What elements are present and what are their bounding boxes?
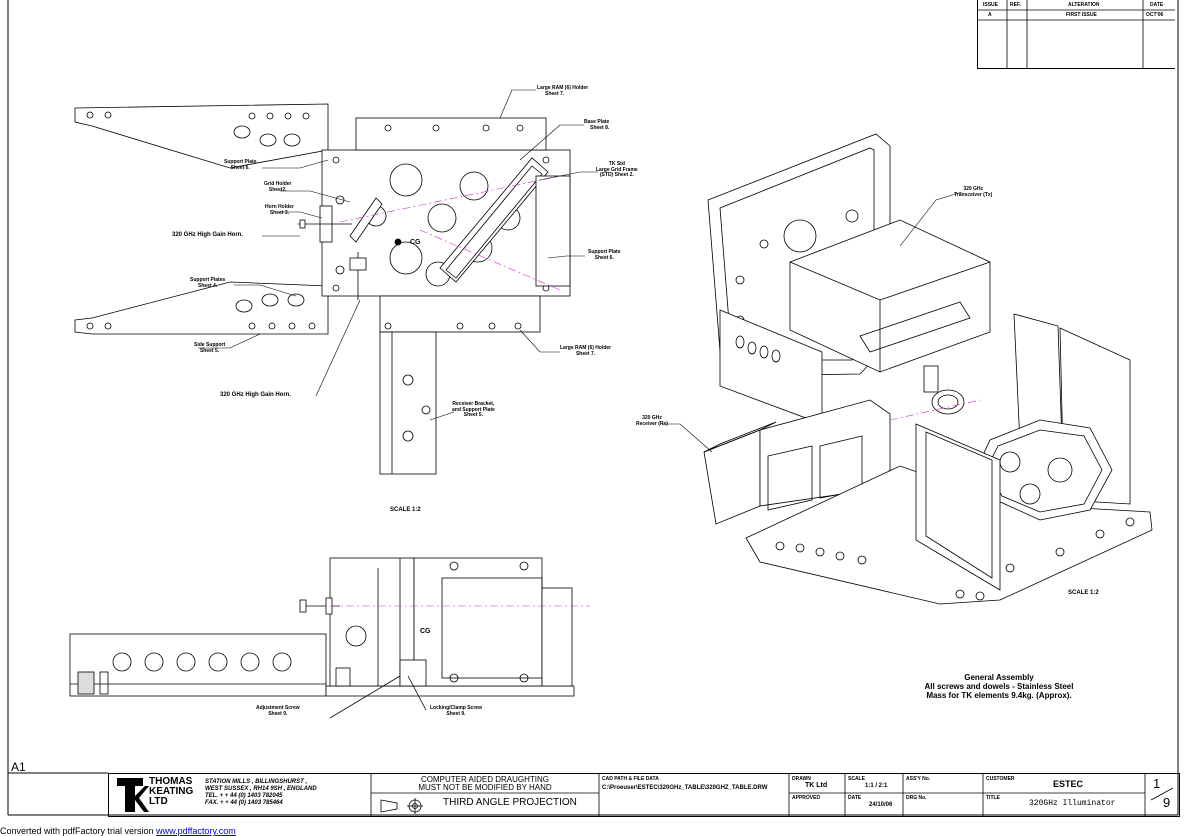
company-name: THOMAS KEATING LTD: [149, 776, 194, 807]
rev-row-date: OCT'06: [1146, 12, 1164, 18]
projection-label: THIRD ANGLE PROJECTION: [443, 797, 577, 808]
date-label: DATE: [848, 795, 862, 801]
rev-header-issue: ISSUE: [983, 2, 999, 8]
sheet-total: 9: [1163, 795, 1171, 810]
rev-header-date: DATE: [1150, 2, 1164, 8]
cad-path: C:\Proeuser\ESTEC\320GHz_TABLE\320GHZ_TA…: [602, 785, 768, 791]
revision-table-grid: [978, 0, 1175, 68]
label-high-gain-horn-1: 320 GHz High Gain Horn.: [172, 232, 244, 238]
sheet-size-label: A1: [11, 760, 26, 774]
label-tk-std-grid-frame: TK Std Large Grid Frame (STD) Sheet 2.: [596, 161, 638, 178]
top-view-drawing: [74, 103, 571, 475]
drawn-label: DRAWN: [792, 776, 811, 782]
general-assembly-title: General Assembly: [964, 673, 1034, 682]
general-assembly-line2: Mass for TK elements 9.4kg. (Approx).: [926, 690, 1072, 700]
footer-link[interactable]: www.pdffactory.com: [156, 826, 236, 836]
label-support-plate-right: Support Plate Sheet 6.: [588, 249, 621, 261]
scale-label: SCALE: [848, 776, 865, 782]
label-iso-view-scale: SCALE 1:2: [1068, 590, 1099, 596]
footer-text: Converted with pdfFactory trial version: [0, 826, 154, 836]
assy-no-label: ASS'Y No.: [906, 776, 931, 782]
label-large-ram-holder-top: Large RAM (6) Holder Sheet 7.: [537, 85, 589, 97]
label-receiver-bracket: Receiver Bracket, and Support Plate Shee…: [452, 401, 495, 418]
label-grid-holder: Grid Holder Sheet2.: [264, 181, 292, 193]
rev-header-alteration: ALTERATION: [1068, 2, 1100, 8]
label-adjustment-screw: Adjustment Screw Sheet 9.: [256, 705, 300, 717]
title-block: THOMAS KEATING LTD STATION MILLS , BILLI…: [108, 773, 1180, 817]
general-assembly-line1: All screws and dowels - Stainless Steel: [924, 681, 1074, 691]
side-view-drawing: [69, 557, 590, 719]
date-value: 24/10/06: [869, 802, 893, 808]
sheet-number: 1: [1153, 776, 1161, 791]
approved-label: APPROVED: [792, 795, 821, 801]
label-cg-top: CG: [410, 239, 421, 246]
cad-notice: COMPUTER AIDED DRAUGHTING MUST NOT BE MO…: [418, 775, 552, 792]
customer-label: CUSTOMER: [986, 776, 1015, 782]
label-support-plates-4: Support Plates Sheet 4.: [190, 277, 226, 289]
drawn-value: TK Ltd: [805, 782, 828, 789]
label-horn-holder: Horn Holder Sheet 3.: [265, 204, 294, 216]
iso-view-leaders: [662, 191, 963, 453]
isometric-view-drawing: [703, 133, 1153, 605]
drg-no-label: DRG No.: [906, 795, 927, 801]
drawing-title: 320GHz Illuminator: [1029, 799, 1116, 808]
rev-row-alteration: FIRST ISSUE: [1066, 12, 1097, 18]
label-locking-clamp-screw: Locking/Clamp Screw Sheet 9.: [430, 705, 482, 717]
customer-value: ESTEC: [1053, 779, 1084, 789]
rev-header-ref: REF.: [1010, 2, 1021, 8]
footer-watermark: Converted with pdfFactory trial version …: [0, 826, 1200, 836]
title-label: TITLE: [986, 795, 1000, 801]
label-top-view-scale: SCALE 1:2: [390, 507, 421, 513]
label-side-support: Side Support Sheet 5.: [194, 342, 226, 354]
company-address: STATION MILLS , BILLINGSHURST , WEST SUS…: [205, 779, 317, 806]
title-block-grid: [117, 774, 1174, 816]
rev-row-issue: A: [988, 12, 992, 18]
top-view-leaders: [198, 89, 598, 421]
label-cg-side: CG: [420, 628, 431, 635]
label-receiver: 320 GHz Receiver (Rx): [636, 415, 668, 427]
revision-table: ISSUE REF. ALTERATION DATE A FIRST ISSUE…: [977, 0, 1175, 69]
general-assembly-note: General Assembly All screws and dowels -…: [914, 673, 1084, 700]
label-high-gain-horn-2: 320 GHz High Gain Horn.: [220, 392, 292, 398]
label-transceiver: 320 GHz Transceiver (Tx): [954, 186, 993, 198]
label-support-plate-left: Support Plate Sheet 6.: [224, 159, 257, 171]
label-large-ram-holder-bottom: Large RAM (6) Holder Sheet 7.: [560, 345, 612, 357]
cad-path-label: CAD PATH & FILE DATA: [602, 776, 659, 782]
label-base-plate: Base Plate Sheet 8.: [584, 119, 610, 131]
scale-value: 1:1 / 2:1: [865, 783, 888, 789]
